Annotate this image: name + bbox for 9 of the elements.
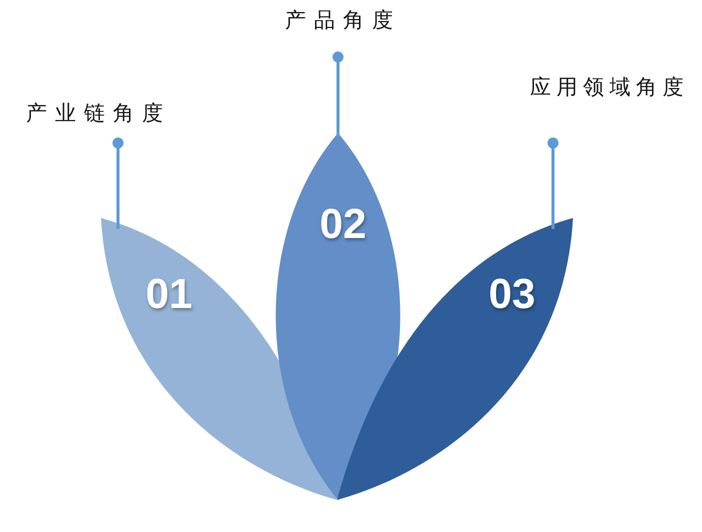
leader-line (548, 138, 558, 229)
category-label: 产品角度 (285, 10, 401, 31)
petal-number: 02 (320, 203, 366, 245)
petal-number: 01 (146, 273, 192, 315)
leader-line (332, 52, 344, 137)
leader-line (112, 138, 124, 229)
category-label: 应用领域角度 (530, 77, 689, 98)
category-label: 产业链角度 (26, 103, 171, 124)
petal-number: 03 (488, 273, 536, 315)
